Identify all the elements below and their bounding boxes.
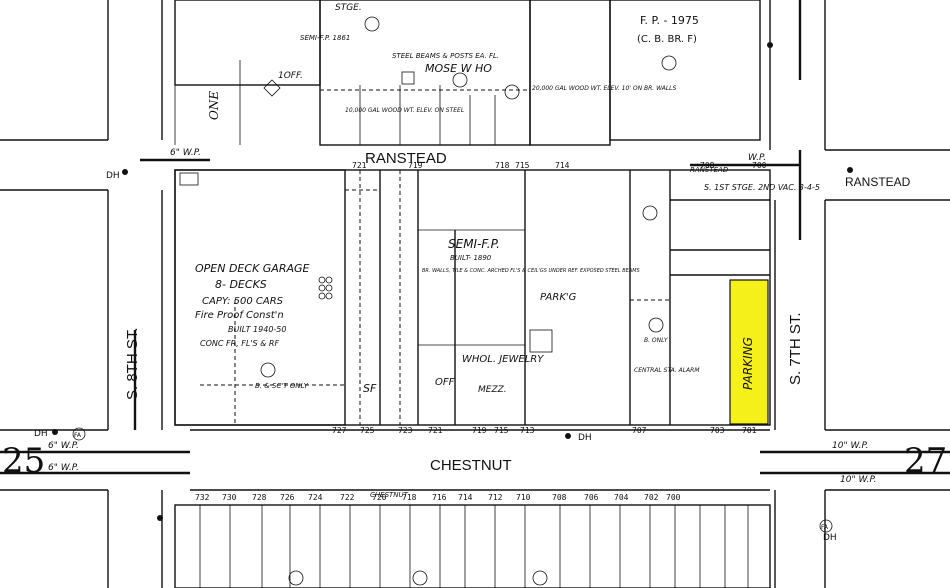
b-only-label: B. ONLY: [644, 337, 669, 344]
dh-label-3: DH: [578, 433, 592, 443]
off-mid-label: OFF: [435, 377, 455, 388]
lot-number: 700: [752, 161, 767, 170]
fp-top-label: F. P. - 1975: [640, 14, 699, 27]
wp-right-label: W.P.: [748, 153, 766, 163]
lot-number: 721: [352, 161, 367, 170]
stge-right-label: S. 1ST STGE. 2ND VAC. 3-4-5: [704, 183, 820, 192]
bsct-only-label: B. & SC'T ONLY: [255, 382, 309, 390]
lot-number: 708: [700, 161, 715, 170]
lot-number: 723: [398, 426, 413, 435]
lot-number: 700: [666, 493, 681, 502]
gal-tank-right-label: 20,000 GAL WOOD WT. ELEV. 10' ON BR. WAL…: [532, 85, 676, 92]
lot-number: 722: [340, 493, 355, 502]
ranstead-east-street-label: RANSTEAD: [845, 175, 911, 189]
off-label: 1OFF.: [278, 71, 303, 81]
wp-left-label: 6" W.P.: [170, 148, 201, 158]
lot-numbers-chestnut-south: 732 730 728 726 724 722 720 718 716 714 712 710 708 7…: [195, 493, 681, 502]
decks-label: 8- DECKS: [215, 278, 267, 291]
lot-number: 724: [308, 493, 323, 502]
whol-jewelry-label: WHOL. JEWELRY: [462, 354, 544, 365]
highlighted-parking-label: PARKING: [741, 337, 755, 390]
dh-label-4: DH: [823, 533, 837, 543]
parkg-label: PARK'G: [540, 292, 577, 303]
lot-number: 720: [372, 493, 387, 502]
lot-number: 702: [644, 493, 659, 502]
main-block: [174, 169, 771, 426]
lot-number: 721: [428, 426, 443, 435]
lot-number: 715: [494, 426, 509, 435]
lot-number: 725: [360, 426, 375, 435]
semi-fp-label: SEMI-F.P.: [448, 237, 500, 251]
fa-label-1: FA: [74, 432, 82, 439]
lot-number: 718: [495, 161, 510, 170]
semi-fp-1861-label: SEMI-F.P. 1861: [300, 34, 350, 42]
steel-beams-label: STEEL BEAMS & POSTS EA. FL.: [392, 52, 499, 60]
hydrant-markers: [52, 42, 853, 521]
lot-number: 706: [584, 493, 599, 502]
sf-label: SF: [363, 382, 377, 395]
wp-chestnut-l2-label: 6" W.P.: [48, 463, 79, 473]
lot-number: 726: [280, 493, 295, 502]
chestnut-small-label: CHESTNUT: [370, 491, 409, 499]
lot-number: 713: [520, 426, 535, 435]
one-label: ONE: [207, 91, 221, 120]
lot-number: 728: [252, 493, 267, 502]
mose-who-label: MOSE W HO: [425, 62, 492, 75]
gal-tank-left-label: 10,000 GAL WOOD WT. ELEV. ON STEEL: [345, 107, 464, 114]
semi-desc-label: BR. WALLS, TILE & CONC. ARCHED FL'S & CE…: [422, 268, 641, 274]
lot-number: 703: [710, 426, 725, 435]
dh-label-1: DH: [106, 171, 120, 181]
highlighted-parking-lot[interactable]: [729, 279, 769, 425]
south-block: [174, 504, 771, 588]
mezz-label: MEZZ.: [478, 385, 507, 395]
built-garage-label: BUILT 1940-50: [228, 325, 286, 334]
built-1890-label: BUILT- 1890: [450, 254, 492, 262]
lot-number: 718: [402, 493, 417, 502]
sheet-number-right: 27: [904, 441, 947, 481]
lot-number: 730: [222, 493, 237, 502]
water-pipes: [0, 0, 950, 475]
fireproof-label: Fire Proof Const'n: [195, 310, 284, 321]
fa-marker-2: [819, 519, 833, 533]
fp-top-sub-label: (C. B. BR. F): [637, 34, 697, 45]
lot-number: 712: [488, 493, 503, 502]
open-deck-label: OPEN DECK GARAGE: [195, 262, 310, 275]
lot-number: 719: [472, 426, 487, 435]
s8th-street-label: S. 8TH ST.: [124, 327, 141, 400]
lot-number: 704: [614, 493, 629, 502]
stge-top-label: STGE.: [335, 3, 362, 13]
fa-marker-1: [72, 427, 86, 441]
wp-chestnut-r2-label: 10" W.P.: [840, 475, 877, 485]
wp-chestnut-r1-label: 10" W.P.: [832, 441, 869, 451]
dh-label-2: DH: [34, 429, 48, 439]
lot-number: 714: [555, 161, 570, 170]
lot-number: 708: [552, 493, 567, 502]
lot-number: 714: [458, 493, 473, 502]
north-block: [174, 0, 761, 146]
chestnut-street-label: CHESTNUT: [430, 457, 512, 474]
lot-numbers-chestnut-north: 727 725 723 721 719 715 713 707 703 701: [332, 426, 757, 435]
fa-label-2: FA: [821, 524, 829, 531]
central-sta-label: CENTRAL STA. ALARM: [634, 367, 700, 374]
ranstead-street-label: RANSTEAD: [365, 150, 447, 167]
s7th-street-label: S. 7TH ST.: [787, 312, 804, 385]
capy-label: CAPY: 500 CARS: [202, 296, 284, 307]
lot-number: 701: [742, 426, 757, 435]
lot-number: 727: [332, 426, 347, 435]
lot-numbers-ranstead: 721 719 718 715 714 708 700: [352, 161, 767, 170]
wp-chestnut-l1-label: 6" W.P.: [48, 441, 79, 451]
lot-number: 710: [516, 493, 531, 502]
lot-number: 716: [432, 493, 447, 502]
lot-number: 719: [408, 161, 423, 170]
sheet-number-left: 25: [2, 441, 45, 481]
lot-number: 732: [195, 493, 210, 502]
lot-number: 707: [632, 426, 647, 435]
lot-number: 715: [515, 161, 530, 170]
conc-fr-label: CONC FR, FL'S & RF: [200, 339, 279, 348]
